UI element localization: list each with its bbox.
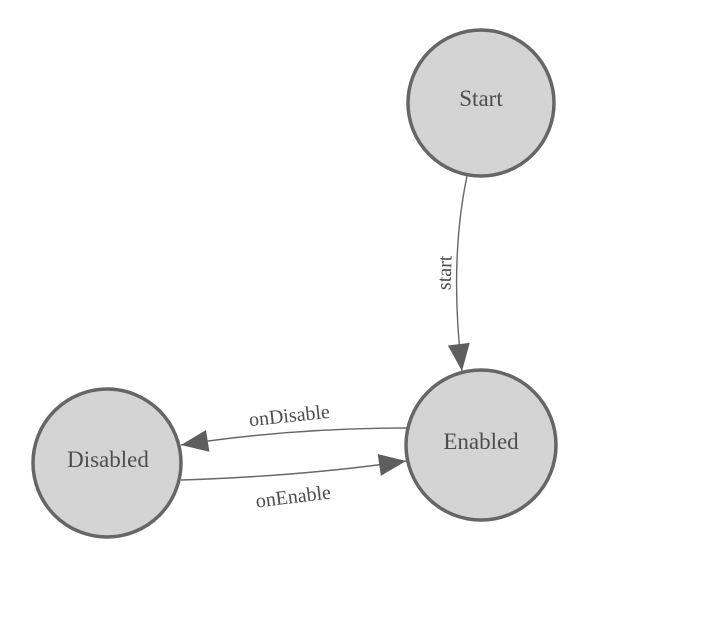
- state-circle-disabled[interactable]: [31, 387, 183, 539]
- state-circle-enabled[interactable]: [404, 368, 558, 522]
- state-node-disabled[interactable]: Disabled: [31, 387, 183, 539]
- edge-line-ondisable: [180, 427, 408, 452]
- edge-line-onenable: [180, 454, 407, 481]
- state-node-start[interactable]: Start: [406, 28, 556, 178]
- state-label-enabled: Enabled: [443, 429, 519, 454]
- transition-disabled-to-enabled: onEnable: [180, 454, 407, 513]
- state-label-start: Start: [459, 86, 503, 111]
- edge-label-ondisable: onDisable: [248, 401, 331, 431]
- state-circle-start[interactable]: [406, 28, 556, 178]
- edge-label-onenable: onEnable: [254, 482, 332, 513]
- transition-enabled-to-disabled: onDisable: [180, 401, 408, 452]
- state-node-enabled[interactable]: Enabled: [404, 368, 558, 522]
- edge-line-start: [447, 175, 470, 372]
- edge-label-start: start: [433, 255, 456, 291]
- state-label-disabled: Disabled: [67, 447, 149, 472]
- transition-start-to-enabled: start: [433, 175, 470, 372]
